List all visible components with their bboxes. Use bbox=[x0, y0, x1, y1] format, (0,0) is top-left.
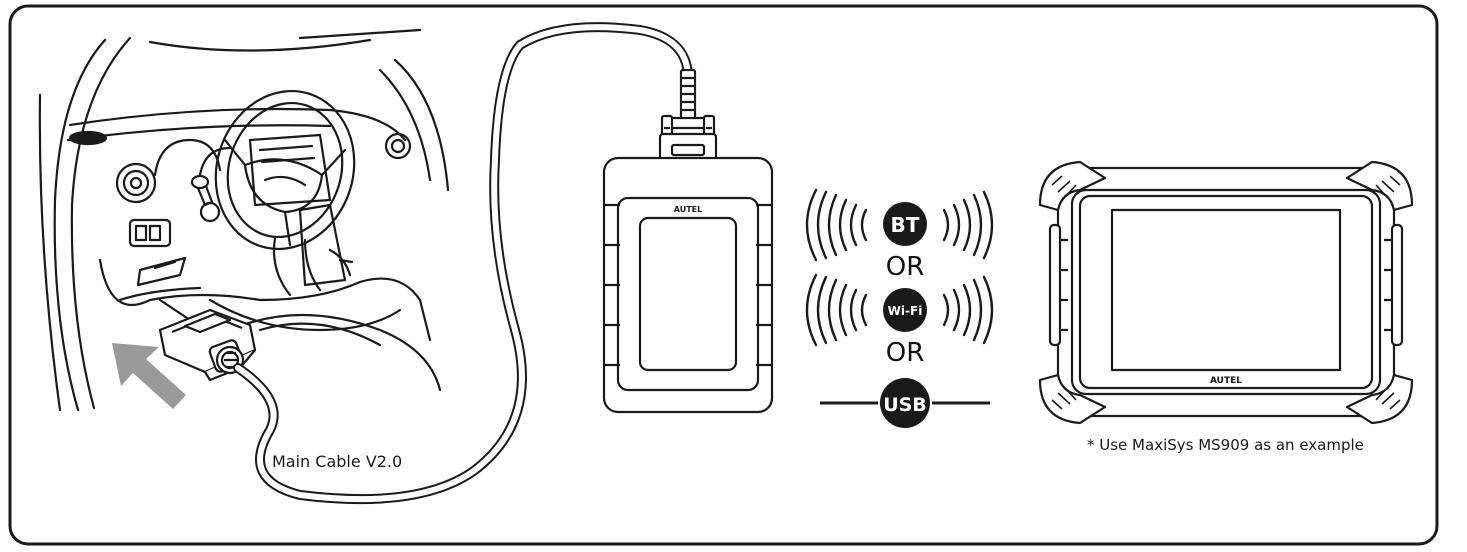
vci-device bbox=[602, 68, 774, 414]
usb-label: USB bbox=[883, 394, 927, 416]
bluetooth-badge bbox=[883, 202, 927, 246]
wifi-signal bbox=[805, 273, 994, 347]
example-note: * Use MaxiSys MS909 as an example bbox=[1087, 436, 1364, 454]
or-label-1: OR bbox=[885, 252, 925, 282]
tablet-brand-label: AUTEL bbox=[1210, 376, 1242, 386]
car-dashboard-illustration bbox=[38, 28, 450, 412]
main-cable-label: Main Cable V2.0 bbox=[272, 452, 403, 471]
bluetooth-signal bbox=[805, 188, 994, 262]
wifi-label: Wi-Fi bbox=[888, 304, 923, 318]
insert-direction-arrow bbox=[112, 343, 186, 409]
vci-brand-label: AUTEL bbox=[674, 205, 702, 214]
wifi-badge bbox=[883, 288, 927, 332]
usb-connection bbox=[820, 378, 990, 428]
bluetooth-label: BT bbox=[891, 213, 920, 237]
tablet-corner-ridges bbox=[1051, 175, 1401, 410]
or-label-2: OR bbox=[885, 338, 925, 368]
obd-connector bbox=[158, 308, 257, 382]
tablet-device bbox=[1038, 160, 1414, 425]
diagram-frame bbox=[8, 4, 1439, 546]
